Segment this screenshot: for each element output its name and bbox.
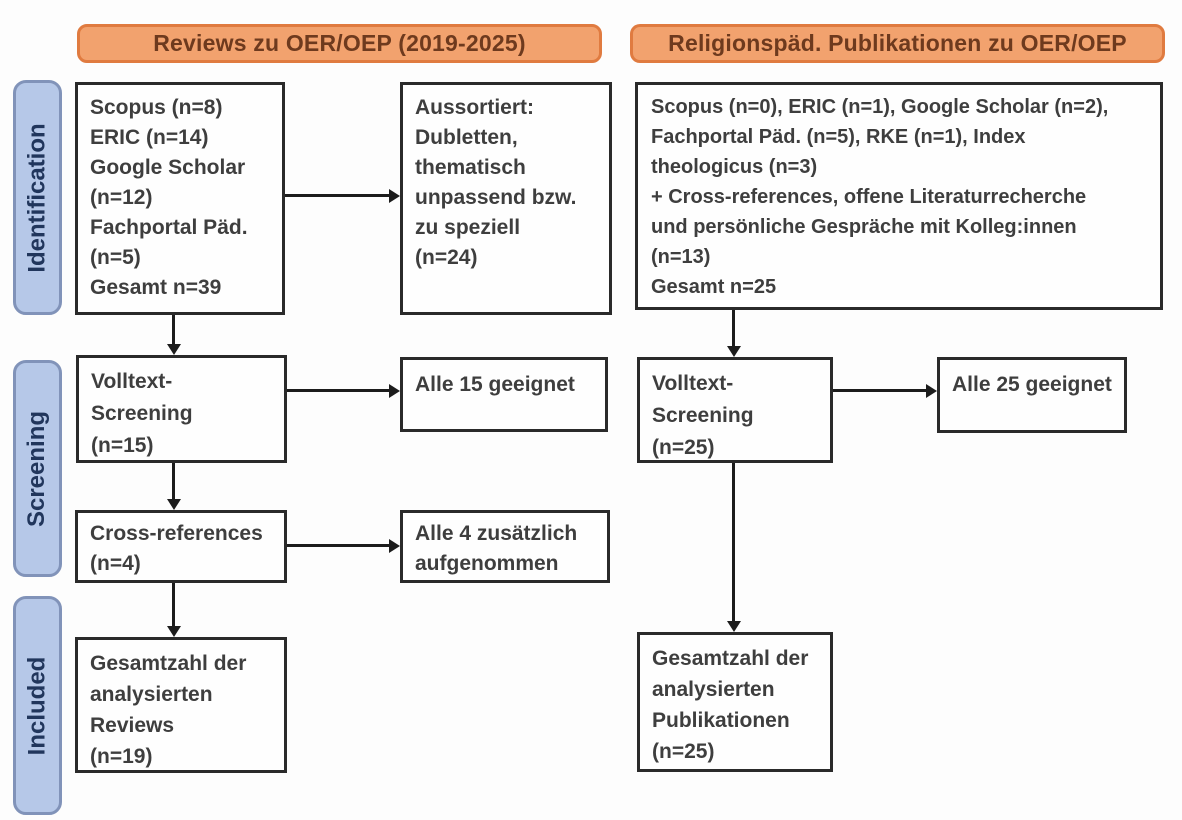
arrow-reviews-crossref-to-result	[287, 538, 400, 553]
stage-label-identification: Identification	[13, 80, 62, 315]
arrow-reviews-crossref-to-included	[166, 583, 181, 637]
box-reviews-included-total: Gesamtzahl der analysierten Reviews (n=1…	[75, 637, 287, 773]
arrow-reviews-sources-to-fulltext	[166, 315, 181, 355]
stage-label-identification-text: Identification	[23, 122, 51, 273]
box-reviews-fulltext-screening: Volltext- Screening (n=15)	[76, 355, 287, 463]
arrow-publications-sources-to-fulltext	[726, 310, 741, 357]
box-reviews-excluded: Aussortiert: Dubletten, thematisch unpas…	[400, 82, 612, 315]
box-reviews-sources: Scopus (n=8) ERIC (n=14) Google Scholar …	[75, 82, 285, 315]
box-publications-included-total: Gesamtzahl der analysierten Publikatione…	[637, 632, 833, 772]
stage-label-screening: Screening	[13, 360, 62, 577]
box-publications-fulltext-result: Alle 25 geeignet	[937, 357, 1127, 433]
arrow-reviews-fulltext-to-result	[287, 383, 400, 398]
stage-label-included: Included	[13, 596, 62, 815]
box-reviews-fulltext-result: Alle 15 geeignet	[400, 357, 608, 432]
arrow-publications-fulltext-to-included	[726, 463, 741, 632]
arrow-publications-fulltext-to-result	[833, 383, 937, 398]
column-header-reviews: Reviews zu OER/OEP (2019-2025)	[77, 24, 602, 63]
arrow-reviews-fulltext-to-crossref	[166, 463, 181, 510]
box-publications-sources: Scopus (n=0), ERIC (n=1), Google Scholar…	[635, 82, 1163, 310]
stage-label-screening-text: Screening	[23, 410, 51, 527]
box-publications-fulltext-screening: Volltext- Screening (n=25)	[637, 357, 833, 463]
box-reviews-cross-references: Cross-references (n=4)	[75, 510, 287, 583]
arrow-reviews-sources-to-excluded	[285, 188, 400, 203]
stage-label-included-text: Included	[23, 656, 51, 755]
column-header-religionspaed: Religionspäd. Publikationen zu OER/OEP	[630, 24, 1165, 63]
box-reviews-cross-references-result: Alle 4 zusätzlich aufgenommen	[400, 510, 610, 583]
